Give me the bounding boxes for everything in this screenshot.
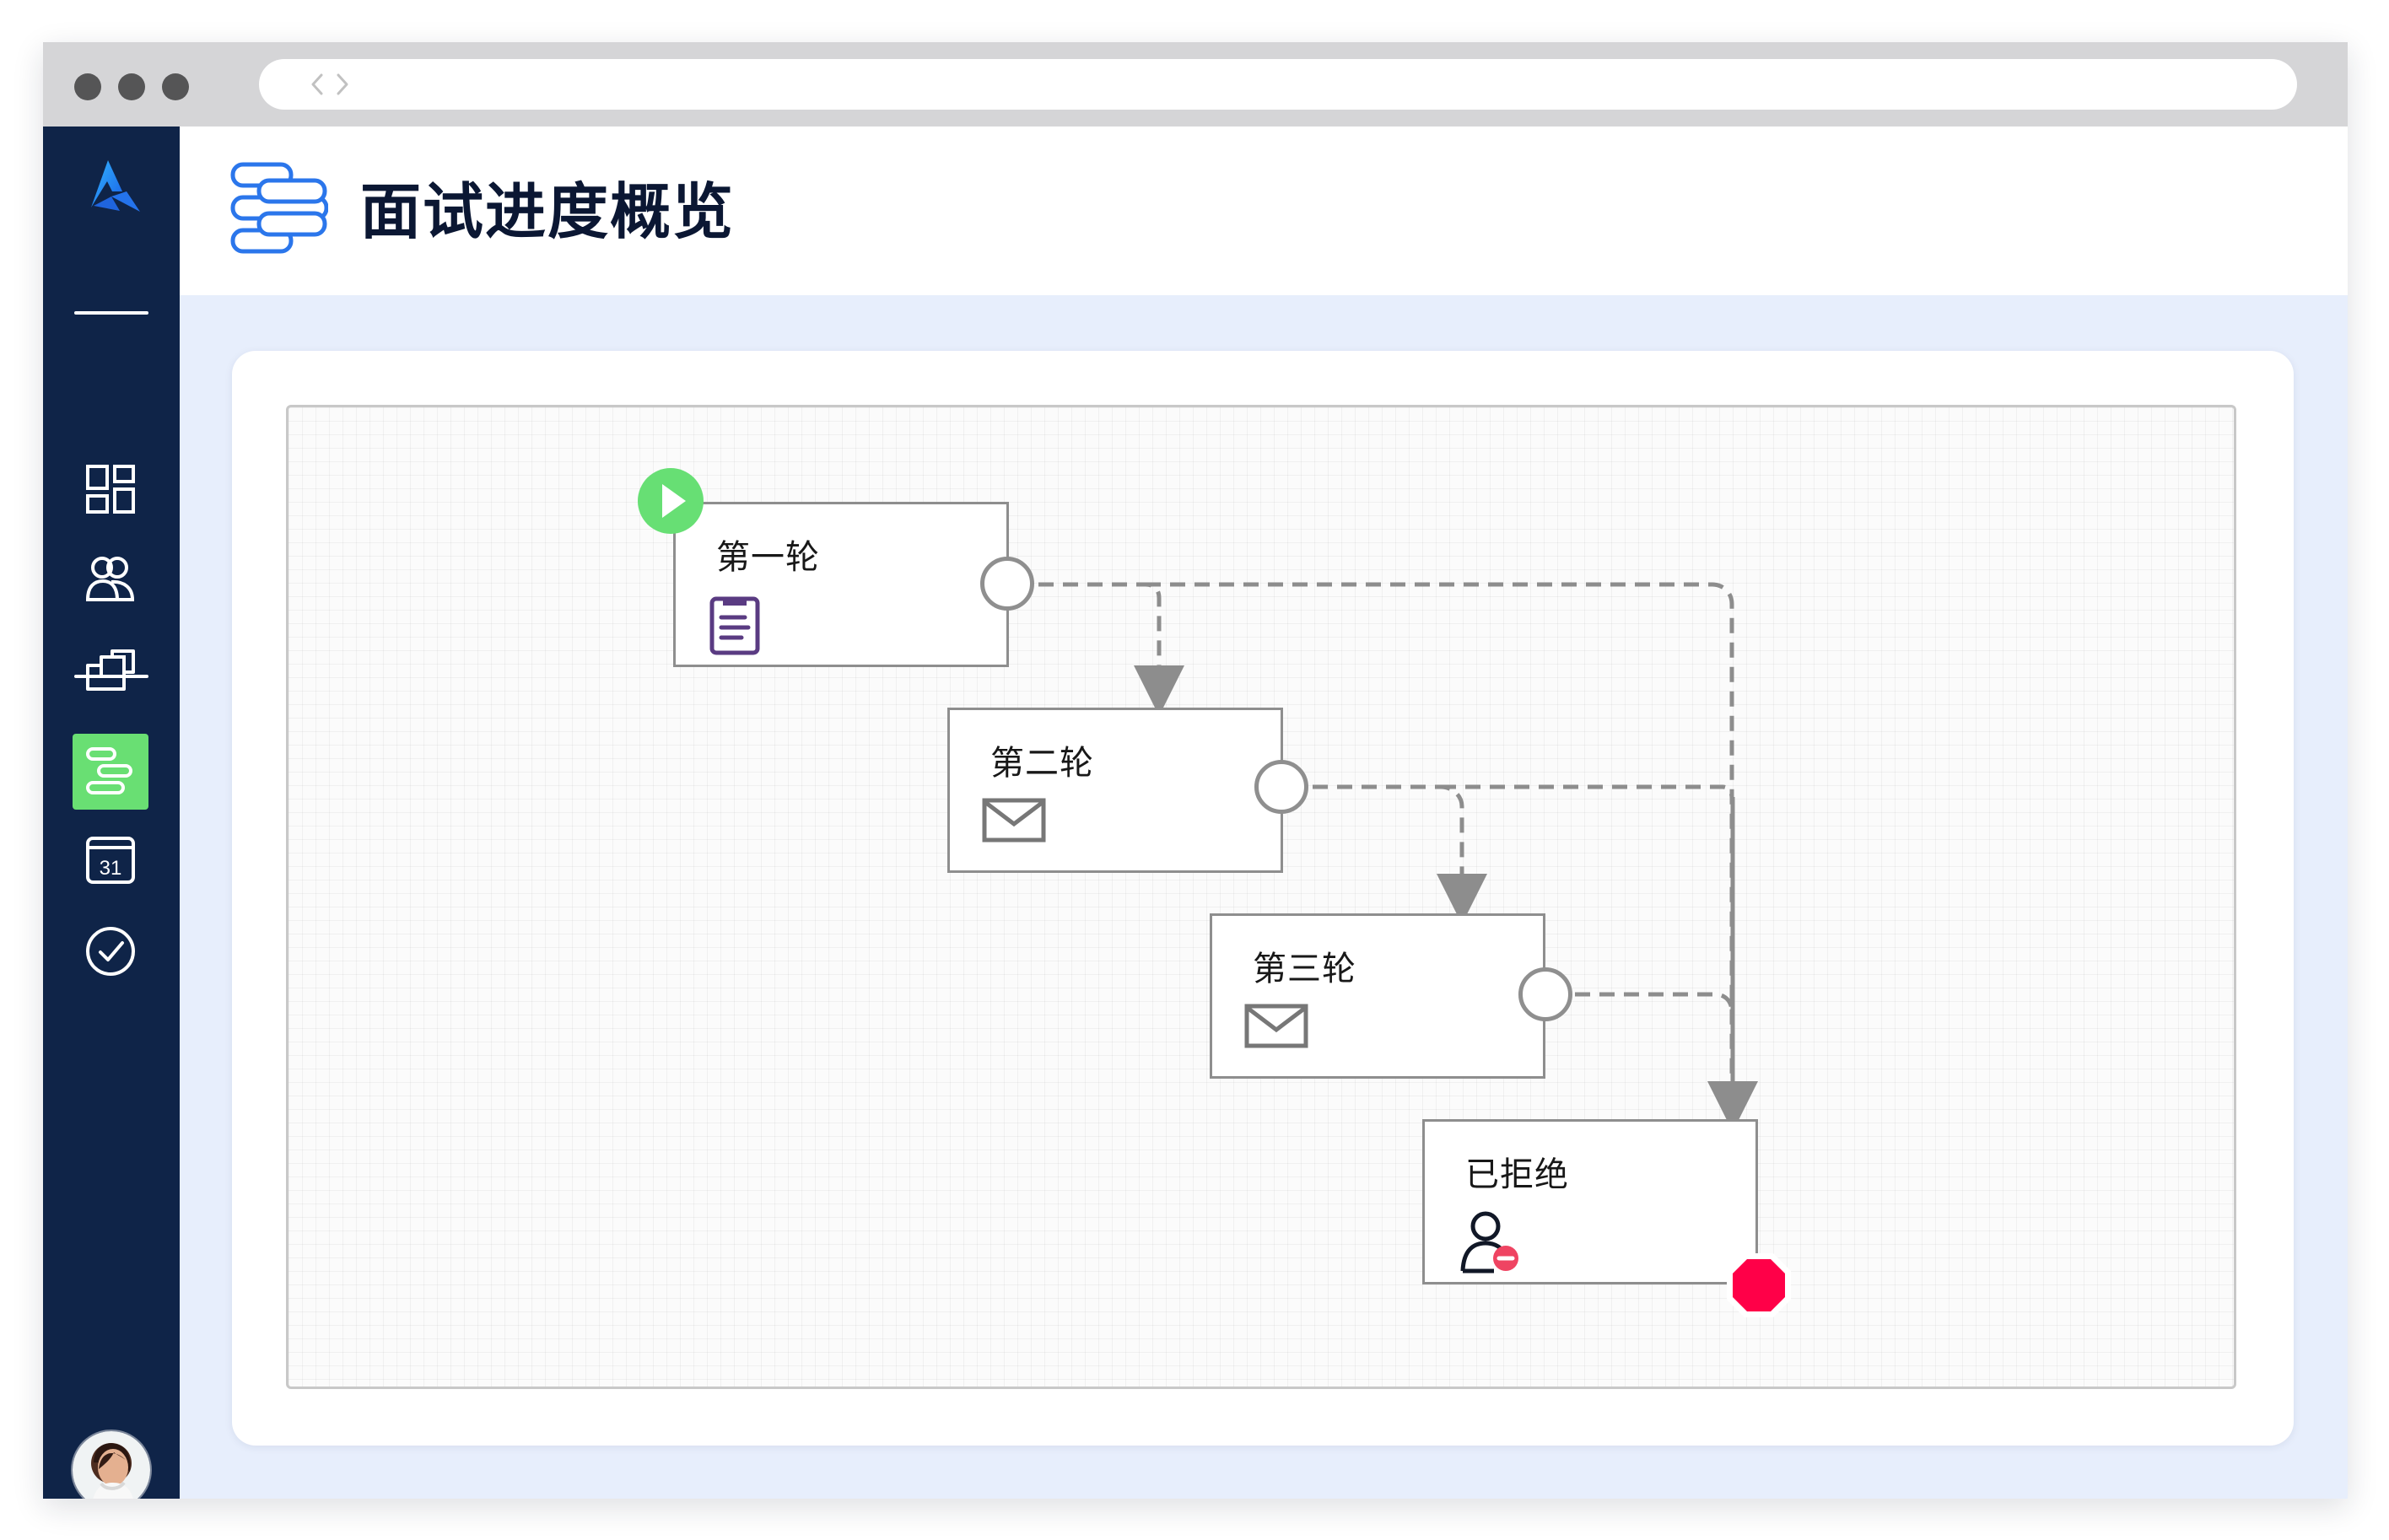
stop-octagon-icon[interactable] (1724, 1251, 1793, 1320)
jobs-icon (86, 649, 135, 691)
connection-first-to-second (1014, 582, 1184, 716)
clipboard-icon (709, 596, 760, 655)
workflow-node-round-three[interactable]: 第三轮 (1210, 913, 1545, 1079)
workflow-node-round-two[interactable]: 第二轮 (947, 708, 1283, 873)
round-one-output-connector[interactable] (980, 557, 1034, 611)
page-header: 面试进度概览 (180, 127, 2348, 295)
envelope-icon (982, 798, 1046, 843)
sidebar-item-tasks[interactable] (68, 909, 153, 993)
sidebar: 31 (43, 127, 180, 1499)
node-label: 第一轮 (716, 538, 820, 577)
rejected-user-icon (1460, 1211, 1518, 1273)
check-circle-icon (86, 927, 135, 976)
play-icon[interactable] (636, 466, 705, 536)
window-control-dot[interactable] (162, 73, 189, 100)
connection-third-to-rejected (1550, 992, 1734, 1012)
connection-first-to-rejected (1146, 582, 1734, 1085)
sidebar-divider (74, 675, 148, 678)
workflow-node-round-one[interactable]: 第一轮 (673, 502, 1009, 667)
round-three-output-connector[interactable] (1518, 967, 1572, 1021)
connection-second-to-rejected (1441, 784, 1734, 799)
brand-logo (78, 153, 148, 223)
sidebar-item-candidates[interactable] (68, 538, 153, 622)
round-two-output-connector[interactable] (1254, 760, 1308, 814)
interview-flow-icon (86, 747, 132, 794)
sidebar-item-interview-flow[interactable] (73, 734, 148, 810)
workflow-node-rejected[interactable]: 已拒绝 (1422, 1119, 1758, 1284)
candidates-icon (85, 557, 135, 601)
connection-second-to-third (1288, 784, 1487, 924)
main-content: 第一轮 第二轮 第三轮 (180, 295, 2348, 1499)
address-bar[interactable] (259, 59, 2297, 110)
sidebar-item-dashboard[interactable] (68, 447, 153, 531)
sidebar-item-calendar[interactable]: 31 (68, 817, 153, 902)
envelope-icon (1244, 1004, 1308, 1048)
brand-logo-icon (91, 160, 140, 212)
sidebar-divider (74, 311, 148, 315)
calendar-icon: 31 (86, 837, 135, 884)
node-label: 第二轮 (990, 744, 1094, 783)
browser-titlebar (43, 42, 2348, 127)
sidebar-item-jobs[interactable] (68, 629, 153, 713)
dashboard-icon (86, 465, 135, 514)
user-avatar[interactable] (73, 1431, 150, 1499)
node-label: 已拒绝 (1465, 1155, 1569, 1194)
navigation-arrows-icon[interactable] (306, 72, 353, 97)
calendar-date-label: 31 (100, 857, 122, 880)
interview-progress-icon (230, 162, 328, 254)
workflow-card: 第一轮 第二轮 第三轮 (232, 351, 2294, 1446)
node-label: 第三轮 (1253, 950, 1356, 988)
workflow-canvas[interactable]: 第一轮 第二轮 第三轮 (286, 405, 2236, 1389)
window-control-dot[interactable] (74, 73, 101, 100)
avatar-image-icon (73, 1431, 150, 1499)
window-control-dot[interactable] (118, 73, 145, 100)
workflow-connections (1014, 582, 1758, 1132)
browser-window: 31 (43, 42, 2348, 1499)
page-title: 面试进度概览 (360, 176, 736, 247)
